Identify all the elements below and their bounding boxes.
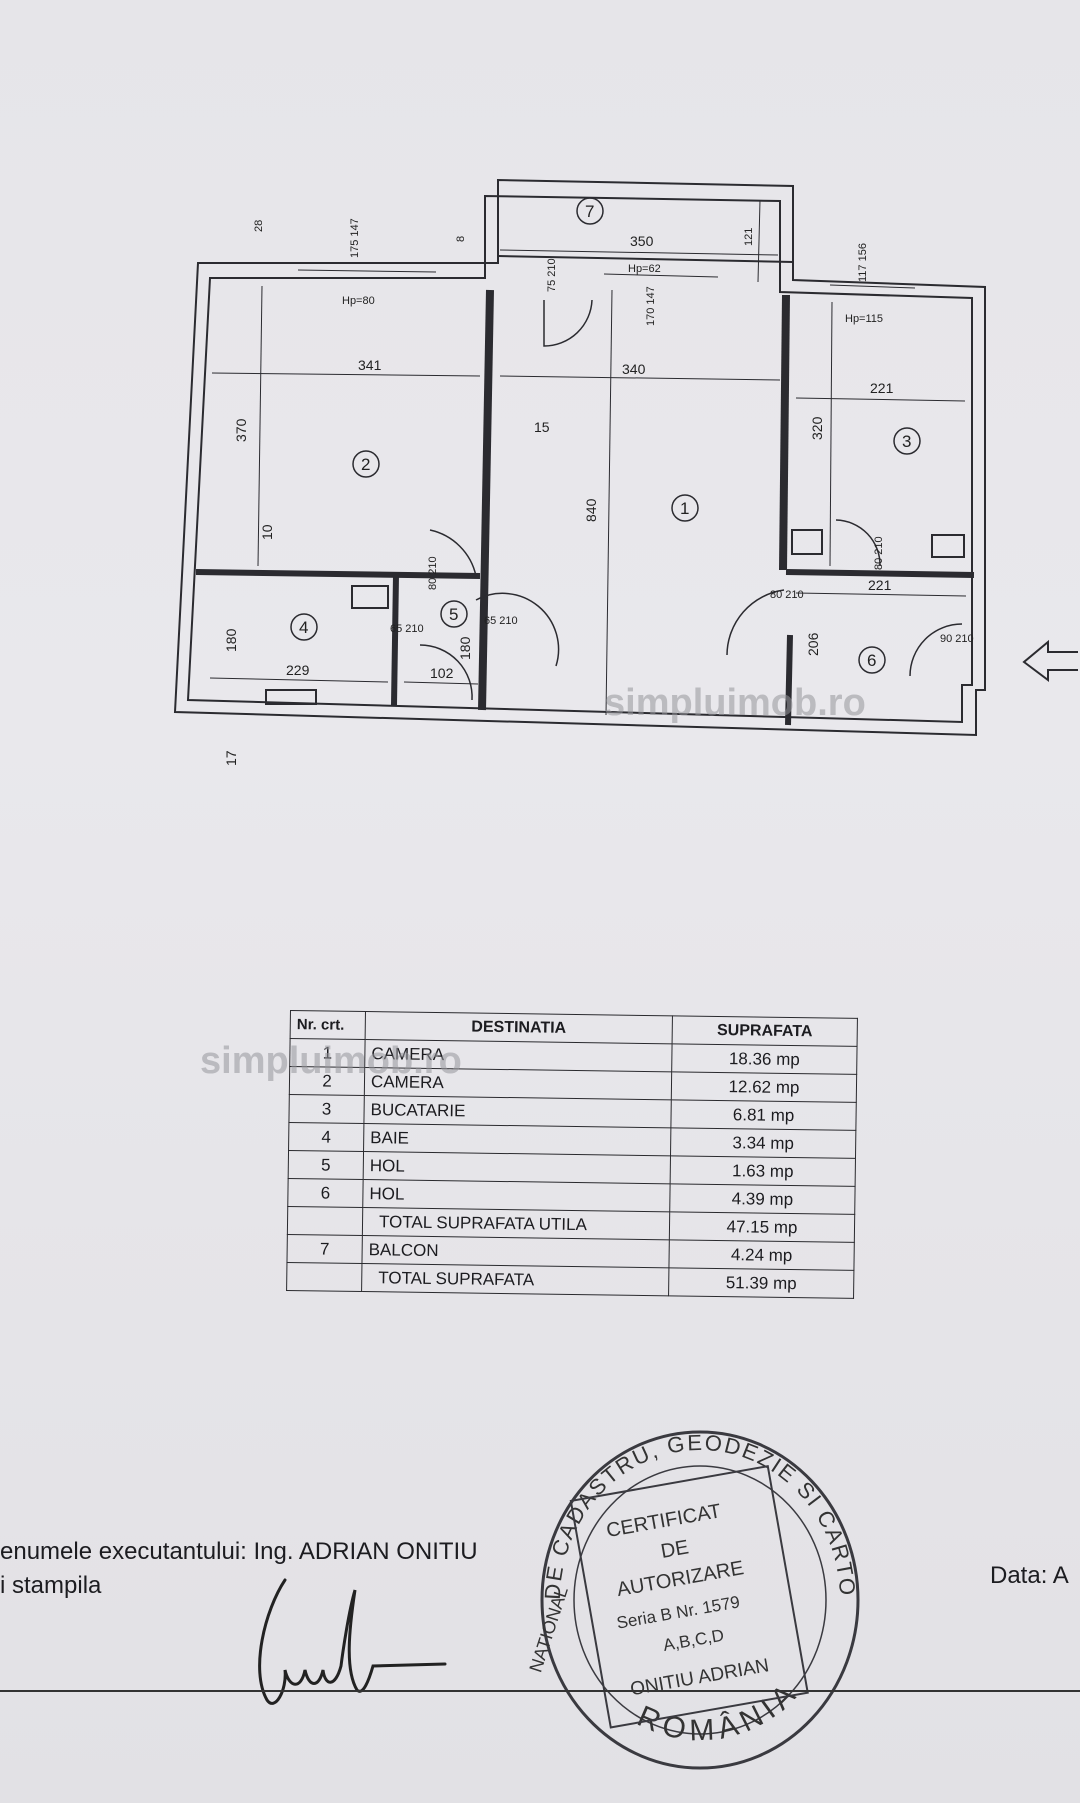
dim-221-top: 221 xyxy=(870,380,894,396)
divider-line xyxy=(0,1690,1080,1692)
room-label-4: 4 xyxy=(299,618,308,637)
dim-206: 206 xyxy=(805,632,821,656)
dim-370: 370 xyxy=(233,418,249,442)
hp-115: Hp=115 xyxy=(845,313,883,325)
dim-221-bottom: 221 xyxy=(868,577,892,593)
stamp-ring-left: NATIONAL xyxy=(525,1584,571,1675)
stamp-line-1: CERTIFICAT xyxy=(605,1500,723,1542)
room-label-2: 2 xyxy=(361,455,370,474)
dim-121: 121 xyxy=(743,228,755,246)
dim-8: 8 xyxy=(455,236,467,242)
hp-62: Hp=62 xyxy=(628,263,661,275)
row-suprafata: 18.36 mp xyxy=(671,1043,858,1075)
handwritten-signature xyxy=(258,1578,447,1705)
row-nr: 3 xyxy=(288,1094,365,1124)
room-label-3: 3 xyxy=(902,432,911,451)
dim-10: 10 xyxy=(259,524,275,540)
date-label: Data: A xyxy=(990,1562,1069,1589)
stamp-line-5: A,B,C,D xyxy=(662,1626,726,1655)
watermark: simpluimob.ro xyxy=(200,1040,462,1082)
dim-840: 840 xyxy=(583,498,599,522)
dim-90-210: 90 210 xyxy=(940,633,974,645)
row-nr: 5 xyxy=(288,1150,364,1180)
dim-80-210-left: 80 210 xyxy=(427,556,439,590)
header-destinatia: DESTINATIA xyxy=(365,1011,673,1044)
room-label-7: 7 xyxy=(585,202,594,221)
watermark: simpluimob.ro xyxy=(604,682,866,724)
dim-15: 15 xyxy=(534,419,550,435)
signature-stamp-label: i stampila xyxy=(0,1572,102,1599)
row-suprafata: 51.39 mp xyxy=(668,1267,854,1299)
dim-340: 340 xyxy=(622,361,646,377)
dim-341: 341 xyxy=(358,357,382,373)
row-destinatia: TOTAL SUPRAFATA UTILA xyxy=(362,1207,670,1240)
row-nr: 7 xyxy=(286,1234,363,1264)
stamp-line-2: DE xyxy=(659,1536,690,1562)
room-label-6: 6 xyxy=(867,651,876,670)
row-nr: 4 xyxy=(288,1122,364,1152)
row-destinatia: BALCON xyxy=(361,1235,670,1268)
row-nr xyxy=(287,1206,363,1236)
header-nr: Nr. crt. xyxy=(290,1010,366,1040)
dim-102: 102 xyxy=(430,665,454,681)
dim-350: 350 xyxy=(630,233,654,249)
row-nr xyxy=(286,1262,362,1292)
floor-plan: 28 175 147 8 350 121 75 210 Hp=62 170 14… xyxy=(173,178,1078,766)
executant-name: enumele executantului: Ing. ADRIAN ONITI… xyxy=(0,1538,478,1565)
hp-80: Hp=80 xyxy=(342,295,375,307)
row-suprafata: 3.34 mp xyxy=(670,1127,856,1159)
dim-117-156: 117 156 xyxy=(857,243,869,282)
row-suprafata: 4.39 mp xyxy=(669,1183,856,1215)
row-suprafata: 12.62 mp xyxy=(671,1071,857,1103)
dim-180-left: 180 xyxy=(223,628,239,652)
room-label-1: 1 xyxy=(680,499,689,518)
room-labels: 1 2 3 4 5 6 7 xyxy=(290,197,921,674)
authorization-stamp: DE CADASTRU, GEODEZIE SI CARTOGRAFIE NAT… xyxy=(520,1410,860,1770)
dim-170-147: 170 147 xyxy=(645,286,657,326)
row-suprafata: 4.24 mp xyxy=(668,1239,855,1271)
stamp-line-6: ONITIU ADRIAN xyxy=(629,1655,771,1700)
row-nr: 6 xyxy=(287,1178,364,1208)
room-label-5: 5 xyxy=(449,605,458,624)
dim-320: 320 xyxy=(809,416,825,440)
row-destinatia: HOL xyxy=(362,1179,671,1212)
dim-17: 17 xyxy=(223,750,239,766)
row-destinatia: HOL xyxy=(363,1151,671,1184)
dim-80-210-kitchen: 80 210 xyxy=(873,536,885,570)
dim-229: 229 xyxy=(286,662,310,678)
header-suprafata: SUPRAFATA xyxy=(672,1015,858,1047)
dim-80-210-hall: 80 210 xyxy=(770,589,804,601)
row-destinatia: BAIE xyxy=(363,1123,671,1156)
outer-wall xyxy=(173,178,986,737)
row-destinatia: TOTAL SUPRAFATA xyxy=(361,1263,669,1296)
row-suprafata: 1.63 mp xyxy=(670,1155,856,1187)
row-destinatia: BUCATARIE xyxy=(363,1095,672,1128)
dim-65-210-hol: 65 210 xyxy=(484,615,518,627)
outer-wall-inner xyxy=(186,194,973,724)
dim-175-147: 175 147 xyxy=(349,218,361,258)
dim-65-210-bath: 65 210 xyxy=(390,623,424,635)
row-suprafata: 47.15 mp xyxy=(669,1211,855,1243)
dim-28: 28 xyxy=(253,220,265,232)
row-suprafata: 6.81 mp xyxy=(670,1099,857,1131)
dim-180-mid: 180 xyxy=(457,636,473,660)
dim-75-210: 75 210 xyxy=(546,258,558,292)
